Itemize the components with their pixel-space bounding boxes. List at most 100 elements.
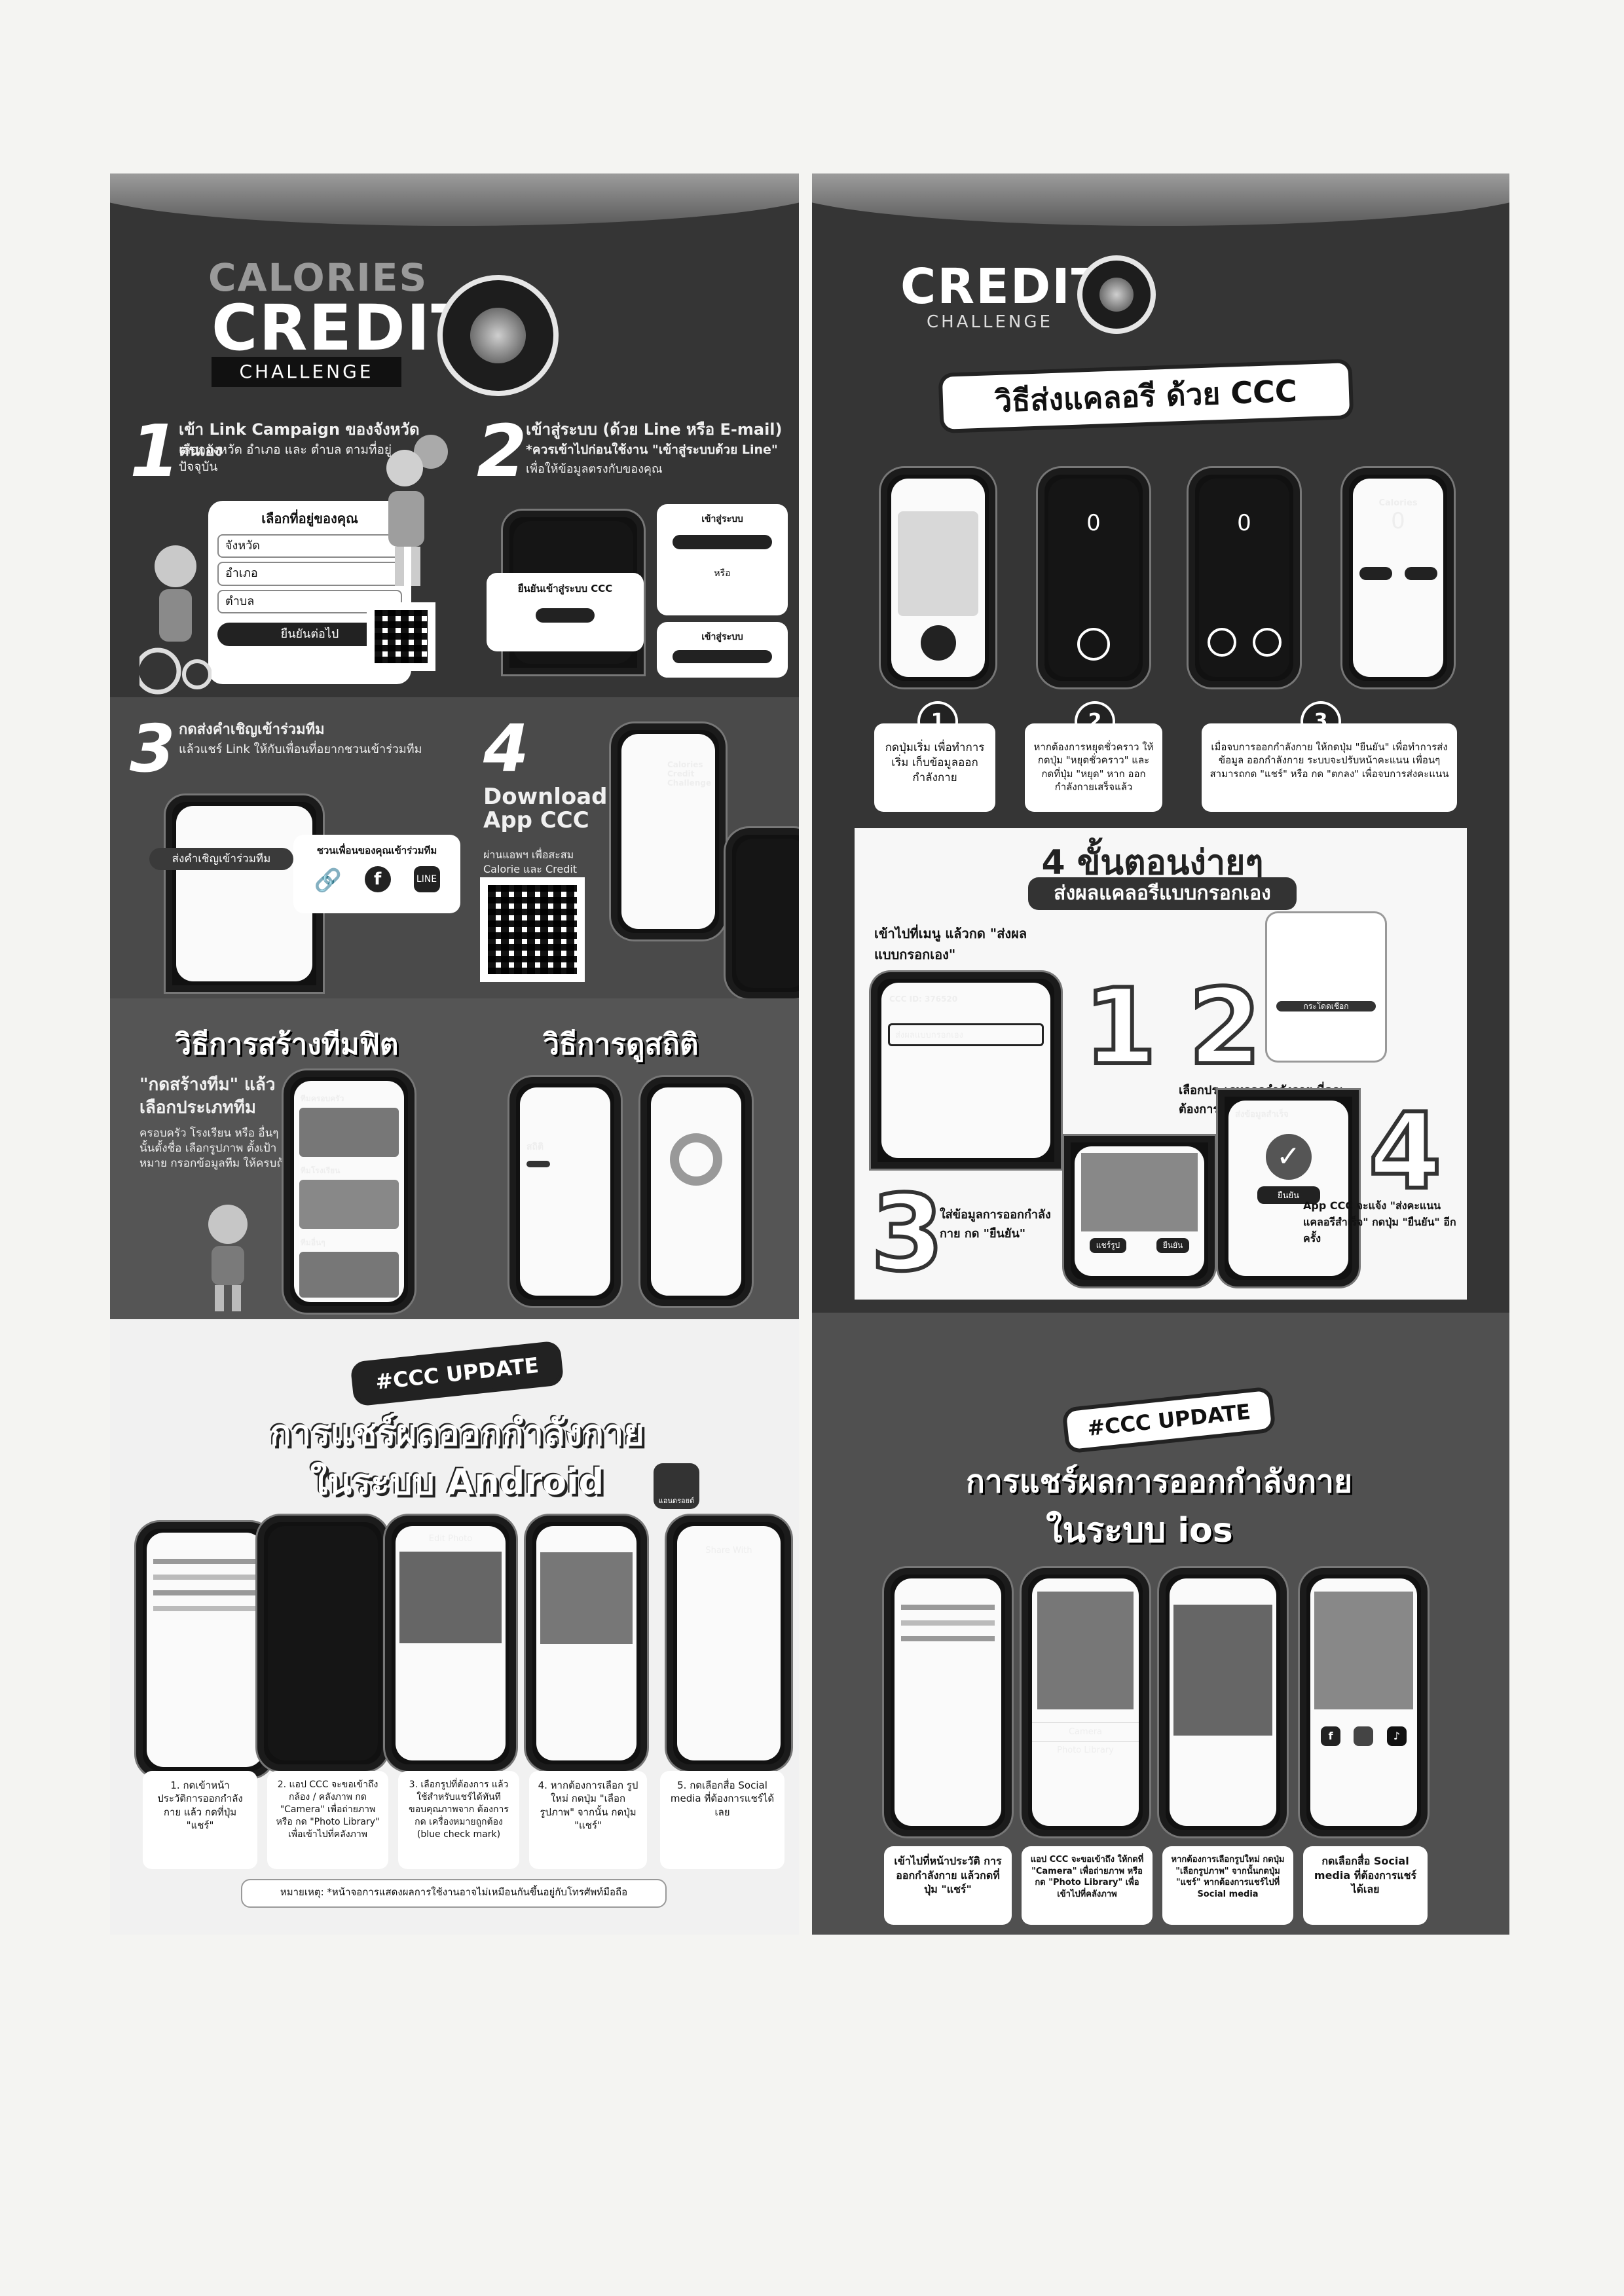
android-step-4: 4. หากต้องการเลือก รูปใหม่ กดปุ่ม "เลือก… bbox=[529, 1771, 647, 1869]
manual-num-3: 3 bbox=[869, 1170, 946, 1296]
step2-dialog-button[interactable] bbox=[536, 608, 595, 623]
step4-number: 4 bbox=[483, 710, 529, 787]
android-phone-1 bbox=[136, 1522, 274, 1777]
stats-title: วิธีการดูสถิติ bbox=[543, 1028, 699, 1061]
ios-instagram-icon[interactable] bbox=[1354, 1726, 1374, 1746]
step4-desc: ผ่านแอพฯ เพื่อสะสม Calorie และ Credit bbox=[483, 848, 578, 875]
step2-dialog: ยืนยันเข้าสู่ระบบ CCC bbox=[487, 573, 644, 651]
send-step-3: เมื่อจบการออกกำลังกาย ให้กดปุ่ม "ยืนยัน"… bbox=[1202, 723, 1457, 812]
header-wave-right bbox=[812, 173, 1509, 226]
step3-share-button[interactable]: ส่งคำเชิญเข้าร่วมทีม bbox=[149, 848, 293, 870]
calories-label: Calories bbox=[1378, 498, 1418, 508]
runner-illustration bbox=[898, 511, 978, 616]
ios-step-3: หากต้องการเลือกรูปใหม่ กดปุ่ม "เลือกรูปภ… bbox=[1162, 1846, 1293, 1925]
manual-subtitle: ส่งผลแคลอรีแบบกรอกเอง bbox=[1028, 877, 1297, 910]
stats-donut bbox=[670, 1133, 722, 1186]
step4-run-phone bbox=[726, 828, 799, 998]
step1-qr-code bbox=[367, 602, 435, 671]
ok-result-button[interactable] bbox=[1404, 567, 1437, 580]
send-phone-4: Calories 0 bbox=[1342, 468, 1454, 687]
success-title: ส่งข้อมูลสำเร็จ bbox=[1235, 1110, 1289, 1120]
right-ministry-seal bbox=[1077, 255, 1156, 334]
step2-dialog-title: ยืนยันเข้าสู่ระบบ CCC bbox=[517, 583, 613, 594]
ios-phone-4: f ♪ bbox=[1300, 1568, 1428, 1836]
team-row-school[interactable]: ทีมโรงเรียน bbox=[301, 1166, 341, 1175]
manual-num-1: 1 bbox=[1082, 964, 1158, 1090]
logo-subtitle: CHALLENGE bbox=[212, 357, 401, 387]
subdistrict-select[interactable]: ตำบล bbox=[217, 589, 402, 613]
calorie-counter-4: 0 bbox=[1391, 508, 1405, 534]
send-phone-2: 0 bbox=[1038, 468, 1149, 687]
ios-step-1: เข้าไปที่หน้าประวัติ การออกกำลังกาย แล้ว… bbox=[884, 1846, 1012, 1925]
right-logo-title: CREDIT bbox=[900, 259, 1106, 315]
team-desc: ครอบครัว โรงเรียน หรือ อื่นๆ จากนั้นตั้ง… bbox=[139, 1127, 302, 1170]
ios-phone-2: Camera Photo Library bbox=[1022, 1568, 1149, 1836]
app-name: Calories Credit Challenge bbox=[667, 760, 712, 788]
right-logo-subtitle: CHALLENGE bbox=[927, 312, 1053, 332]
team-row-other[interactable]: ทีมอื่นๆ bbox=[301, 1238, 325, 1247]
share-photo-button[interactable]: แชร์รูป bbox=[1089, 1238, 1127, 1253]
facebook-icon[interactable]: f bbox=[364, 866, 391, 893]
stop-button[interactable] bbox=[1207, 628, 1236, 657]
stats-phone-2 bbox=[640, 1077, 752, 1306]
photo-library-option[interactable]: Photo Library bbox=[1032, 1741, 1139, 1759]
manual-step4-text: App CCC จะแจ้ง "ส่งคะแนนแคลอรีสำเร็จ" กด… bbox=[1303, 1199, 1456, 1245]
team-row-family[interactable]: ทีมครอบครัว bbox=[301, 1094, 344, 1103]
header-wave bbox=[110, 173, 799, 226]
manual-phone-4: ส่งข้อมูลสำเร็จ ✓ ยืนยัน bbox=[1218, 1090, 1359, 1286]
send-title: วิธีส่งแคลอรี ด้วย CCC bbox=[942, 363, 1350, 429]
manual-title: 4 ขั้นตอนง่ายๆ bbox=[1041, 843, 1264, 883]
android-title-2: ในระบบ Android bbox=[310, 1461, 604, 1503]
ios-step-2: แอป CCC จะขอเข้าถึง ให้กดที่ "Camera" เพ… bbox=[1022, 1846, 1153, 1925]
android-title-1: การแชร์ผลออกกำลังกาย bbox=[270, 1412, 644, 1453]
line-icon[interactable]: LINE bbox=[413, 866, 440, 893]
pause-button[interactable] bbox=[1077, 628, 1110, 661]
jump-rope-label[interactable]: กระโดดเชือก bbox=[1276, 1001, 1376, 1012]
email-login-button[interactable] bbox=[673, 649, 772, 663]
android-phone-4 bbox=[526, 1516, 647, 1771]
send-phone-1 bbox=[881, 468, 995, 687]
step1-form-title: เลือกที่อยู่ของคุณ bbox=[261, 511, 358, 526]
ios-title-2: ในระบบ ios bbox=[1046, 1511, 1233, 1550]
step2-login-card: เข้าสู่ระบบ หรือ bbox=[657, 504, 788, 615]
start-button[interactable] bbox=[920, 625, 956, 661]
manual-num-2: 2 bbox=[1187, 964, 1263, 1090]
step4-title: Download App CCC bbox=[483, 784, 608, 833]
kid-bike-illustration bbox=[139, 540, 212, 697]
send-phone-3: 0 bbox=[1189, 468, 1300, 687]
step3-invite-card: ชวนเพื่อนของคุณเข้าร่วมทีม 🔗 f LINE bbox=[293, 835, 460, 913]
login-card-title: เข้าสู่ระบบ bbox=[701, 514, 743, 524]
logo-title: CREDIT bbox=[212, 291, 475, 365]
ios-phone-1 bbox=[884, 1568, 1012, 1836]
manual-step1-text: เข้าไปที่เมนู แล้วกด "ส่งผลแบบกรอกเอง" bbox=[874, 926, 1027, 962]
manual-entry-menu-item[interactable]: ส่งผลแบบกรอกเอง bbox=[888, 1023, 1044, 1046]
team-desc-bold: "กดสร้างทีม" แล้ว เลือกประเภททีม bbox=[139, 1075, 276, 1118]
ios-facebook-icon[interactable]: f bbox=[1321, 1726, 1341, 1746]
success-check-icon: ✓ bbox=[1265, 1134, 1312, 1180]
step3-desc: แล้วแชร์ Link ให้กับเพื่อนที่อยากชวนเข้า… bbox=[179, 742, 422, 756]
success-confirm-button[interactable]: ยืนยัน bbox=[1257, 1186, 1320, 1204]
camera-option[interactable]: Camera bbox=[1032, 1722, 1139, 1741]
android-step-1: 1. กดเข้าหน้า ประวัติการออกกำลังกาย แล้ว… bbox=[143, 1771, 257, 1869]
step2-title: เข้าสู่ระบบ (ด้วย Line หรือ E-mail) bbox=[526, 420, 783, 439]
line-login-button[interactable] bbox=[673, 534, 772, 549]
android-phone-2 bbox=[257, 1516, 388, 1771]
stats-phone-1: สถิติ bbox=[509, 1077, 621, 1306]
exercise-picker-card: กระโดดเชือก bbox=[1267, 913, 1385, 1061]
android-phone-3: Edit Photo bbox=[385, 1516, 516, 1771]
manual-confirm-button[interactable]: ยืนยัน bbox=[1156, 1238, 1190, 1253]
resume-button[interactable] bbox=[1252, 628, 1282, 657]
step2-desc: *ควรเข้าไปก่อนใช้งาน "เข้าสู่ระบบด้วย Li… bbox=[526, 443, 778, 457]
android-badge: แอนดรอยด์ bbox=[654, 1463, 699, 1509]
login-or-label: หรือ bbox=[714, 568, 731, 579]
link-icon[interactable]: 🔗 bbox=[314, 867, 342, 894]
step4-app-phone: Calories Credit Challenge bbox=[611, 723, 726, 939]
android-step-3: 3. เลือกรูปที่ต้องการ แล้วใช้สำหรับแชร์ไ… bbox=[398, 1771, 519, 1869]
ios-tiktok-icon[interactable]: ♪ bbox=[1386, 1726, 1407, 1746]
manual-phone-1: CCC ID: 376520 ส่งผลแบบกรอกเอง bbox=[871, 972, 1061, 1169]
stats-screen-label: สถิติ bbox=[526, 1142, 544, 1152]
invite-card-title: ชวนเพื่อนของคุณเข้าร่วมทีม bbox=[316, 845, 437, 856]
email-login-title: เข้าสู่ระบบ bbox=[701, 632, 743, 642]
ios-title-1: การแชร์ผลการออกกำลังกาย bbox=[965, 1463, 1353, 1500]
share-result-button[interactable] bbox=[1359, 567, 1392, 580]
